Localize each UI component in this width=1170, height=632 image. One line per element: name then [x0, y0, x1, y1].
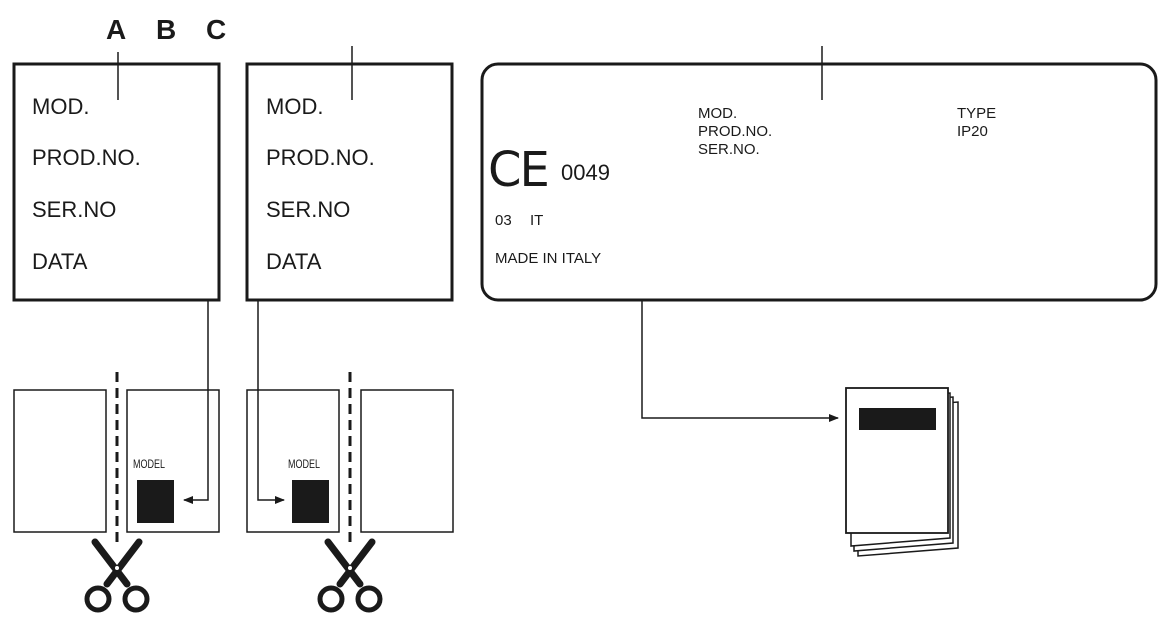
column-letter-c: C	[206, 14, 227, 45]
arrow-icon	[183, 300, 209, 504]
card-2-model-text: MODEL	[288, 457, 321, 471]
large-label-ser-no: SER.NO.	[698, 141, 760, 158]
manual-booklet-icon	[845, 387, 959, 557]
year-code: 03	[495, 212, 512, 229]
arrow-icon	[641, 300, 839, 422]
label-box-large	[480, 62, 1158, 302]
column-letter-a: A	[106, 14, 127, 45]
card-1-model-text: MODEL	[133, 457, 166, 471]
label-2-data: DATA	[266, 249, 322, 274]
large-label-mod: MOD.	[698, 105, 738, 122]
card-1-model-plate	[137, 480, 174, 523]
column-letter-b: B	[156, 14, 177, 45]
scissors-icon	[84, 538, 150, 613]
made-in-label: MADE IN ITALY	[495, 250, 602, 267]
label-2-mod: MOD.	[266, 94, 324, 119]
label-1-data: DATA	[32, 249, 88, 274]
large-label-ip-rating: IP20	[957, 123, 988, 140]
card-2-model-plate	[292, 480, 329, 523]
label-1-prod-no: PROD.NO.	[32, 145, 141, 170]
notified-body-number: 0049	[561, 160, 610, 185]
label-2-ser-no: SER.NO	[266, 197, 351, 222]
label-2-prod-no: PROD.NO.	[266, 145, 375, 170]
label-1-mod: MOD.	[32, 94, 90, 119]
ce-mark: CE	[488, 142, 550, 198]
card-2-right	[360, 389, 454, 533]
label-box-1	[12, 62, 221, 302]
label-box-2	[245, 62, 454, 302]
label-1-ser-no: SER.NO	[32, 197, 117, 222]
large-label-type: TYPE	[957, 105, 997, 122]
scissors-icon	[317, 538, 383, 613]
arrow-icon	[257, 300, 285, 504]
card-1-left	[13, 389, 107, 533]
large-label-prod-no: PROD.NO.	[698, 123, 773, 140]
country-code: IT	[530, 212, 544, 229]
